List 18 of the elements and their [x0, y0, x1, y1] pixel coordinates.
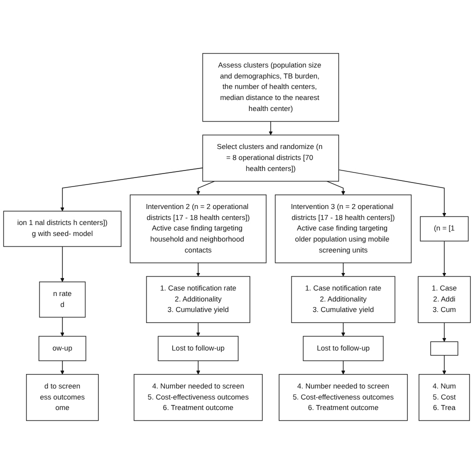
arrow — [268, 121, 273, 136]
arrow — [196, 360, 200, 375]
arrow — [60, 168, 204, 212]
arrow — [442, 354, 446, 375]
arrow — [60, 360, 64, 375]
arrow — [196, 180, 215, 196]
arrow — [326, 180, 346, 196]
arrow — [338, 170, 446, 217]
arrow — [341, 360, 346, 375]
arrow — [60, 316, 64, 336]
arrow — [196, 262, 200, 277]
arrow — [442, 322, 446, 342]
arrow — [341, 262, 346, 277]
arrow — [196, 322, 200, 336]
arrow — [442, 240, 446, 277]
node-box — [430, 341, 458, 356]
arrow — [60, 246, 64, 282]
arrow — [341, 322, 346, 336]
